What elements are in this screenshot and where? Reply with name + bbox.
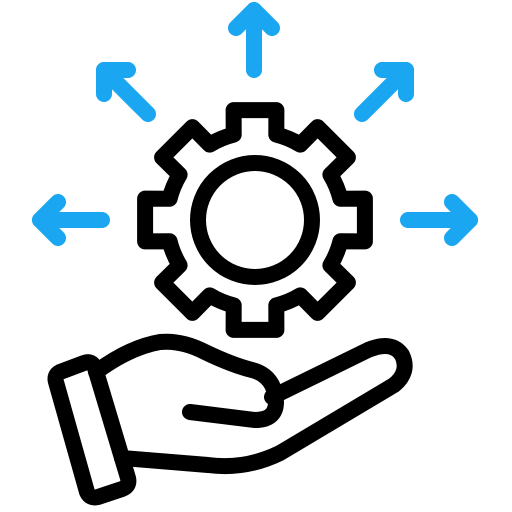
arrow-up-icon <box>228 2 280 78</box>
gear-outline <box>137 102 373 338</box>
hand-palm <box>88 333 413 475</box>
gear-icon <box>137 102 373 338</box>
arrow-up-right-icon <box>354 62 414 122</box>
hand-cuff <box>47 354 137 506</box>
gear-center-hole <box>190 155 320 285</box>
arrow-right-icon <box>400 194 478 246</box>
open-hand-icon <box>47 333 413 506</box>
arrow-left-icon <box>32 194 110 246</box>
arrow-up-left-icon <box>96 62 156 122</box>
arrows-group <box>32 2 478 246</box>
